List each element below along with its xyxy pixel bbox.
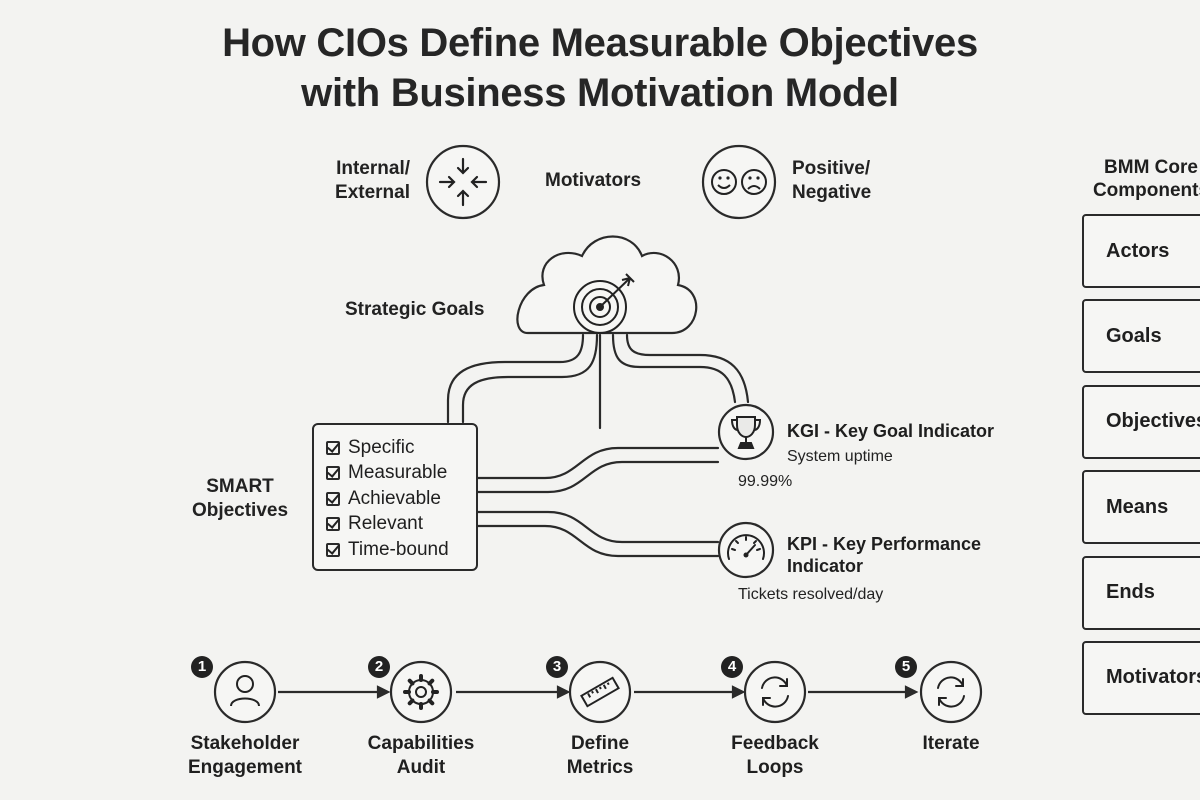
checkbox-icon — [326, 517, 340, 532]
gear-icon — [389, 660, 453, 724]
step-label-4: Feedback Loops — [731, 733, 819, 778]
bmm-component-goals: Goals — [1082, 299, 1200, 374]
checkbox-icon — [326, 440, 340, 455]
smart-item: Specific — [326, 435, 476, 461]
kpi-title: KPI - Key Performance Indicator — [787, 534, 982, 576]
step-number-badge: 1 — [191, 656, 213, 678]
kgi-value: 99.99% — [738, 473, 793, 490]
bmm-component-motivators: Motivators — [1082, 640, 1200, 715]
trophy-icon — [717, 403, 775, 461]
step-number-badge: 5 — [895, 656, 917, 678]
ruler-icon — [568, 660, 632, 724]
smart-item: Measurable — [326, 461, 476, 487]
kgi-title: KGI - Key Goal Indicator — [787, 421, 995, 441]
cloud-shape — [516, 235, 698, 335]
checkbox-icon — [326, 542, 340, 557]
title-line-1: How CIOs Define Measurable Objectives — [222, 21, 978, 65]
kgi-example: System uptime — [787, 448, 893, 465]
smiley-frowny-icon — [701, 144, 777, 220]
bmm-component-list: Actors Goals Objectives Means Ends Motiv… — [1082, 214, 1200, 726]
step-number-badge: 4 — [721, 656, 743, 678]
target-icon — [573, 273, 635, 334]
step-number-badge: 2 — [368, 656, 390, 678]
smart-item: Relevant — [326, 512, 476, 538]
page-title: How CIOs Define Measurable Objectives wi… — [0, 18, 1200, 118]
checkbox-icon — [326, 466, 340, 481]
strategic-goals-label: Strategic Goals — [345, 299, 485, 320]
step-number-badge: 3 — [546, 656, 568, 678]
title-line-2: with Business Motivation Model — [301, 71, 899, 115]
internal-external-label: Internal/ External — [335, 158, 410, 203]
positive-negative-label: Positive/ Negative — [792, 158, 872, 203]
inward-arrows-icon — [425, 144, 501, 220]
motivators-label: Motivators — [545, 170, 642, 191]
step-label-1: Stakeholder Engagement — [187, 733, 303, 778]
bmm-title: BMM Core Components — [1092, 157, 1200, 201]
bmm-component-actors: Actors — [1082, 214, 1200, 288]
cycle-icon — [919, 660, 983, 724]
step-label-2: Capabilities Audit — [367, 733, 475, 778]
user-icon — [213, 660, 277, 724]
smart-objectives-label: SMART Objectives — [191, 476, 289, 521]
kpi-example: Tickets resolved/day — [738, 586, 884, 603]
smart-item: Time-bound — [326, 537, 476, 563]
refresh-icon — [743, 660, 807, 724]
smart-item: Achievable — [326, 486, 476, 512]
bmm-component-means: Means — [1082, 470, 1200, 545]
smart-checklist: Specific Measurable Achievable Relevant … — [312, 423, 478, 571]
step-label-5: Iterate — [922, 733, 980, 754]
bmm-component-ends: Ends — [1082, 555, 1200, 630]
gauge-icon — [717, 521, 775, 579]
step-label-3: Define Metrics — [566, 733, 634, 778]
checkbox-icon — [326, 491, 340, 506]
bmm-component-objectives: Objectives — [1082, 384, 1200, 459]
